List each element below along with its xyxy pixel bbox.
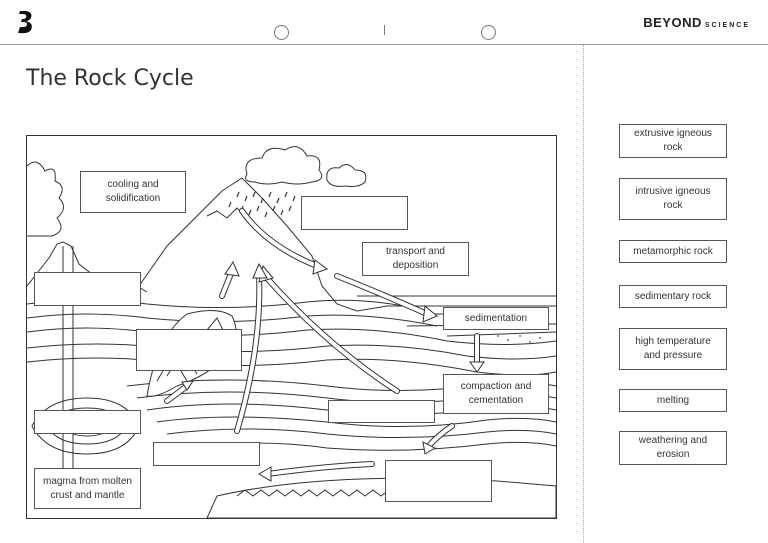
rock-cycle-diagram: cooling and solidification transport and… [26,135,557,519]
word-bank-metamorphic-rock[interactable]: metamorphic rock [619,240,727,263]
label-compaction-cementation: compaction and cementation [443,374,549,414]
label-cooling-solidification: cooling and solidification [80,171,186,213]
drop-slot-4[interactable] [34,410,141,434]
drop-slot-7[interactable] [385,460,492,502]
word-bank-extrusive-igneous-rock[interactable]: extrusive igneous rock [619,124,727,158]
progress-step-2-radio[interactable] [481,25,496,40]
brand-sub: SCIENCE [704,22,750,29]
label-sedimentation: sedimentation [443,307,549,330]
word-bank-high-temperature-pressure[interactable]: high temperature and pressure [619,328,727,370]
drop-slot-5[interactable] [328,400,435,423]
label-transport-deposition: transport and deposition [362,242,469,276]
progress-divider [384,25,385,35]
drop-slot-6[interactable] [153,442,260,466]
brand-main: BEYOND [643,15,702,30]
word-bank-intrusive-igneous-rock[interactable]: intrusive igneous rock [619,178,727,220]
drop-slot-2[interactable] [34,272,141,306]
drop-slot-1[interactable] [301,196,408,230]
word-bank-melting[interactable]: melting [619,389,727,412]
progress-step-1-radio[interactable] [274,25,289,40]
word-bank-sedimentary-rock[interactable]: sedimentary rock [619,285,727,308]
drop-slot-3[interactable] [136,329,242,371]
page-title: The Rock Cycle [26,66,194,91]
label-magma: magma from molten crust and mantle [34,468,141,509]
word-bank-weathering-erosion[interactable]: weathering and erosion [619,431,727,465]
beyond-logo-icon [18,11,32,34]
panel-divider [583,45,584,543]
